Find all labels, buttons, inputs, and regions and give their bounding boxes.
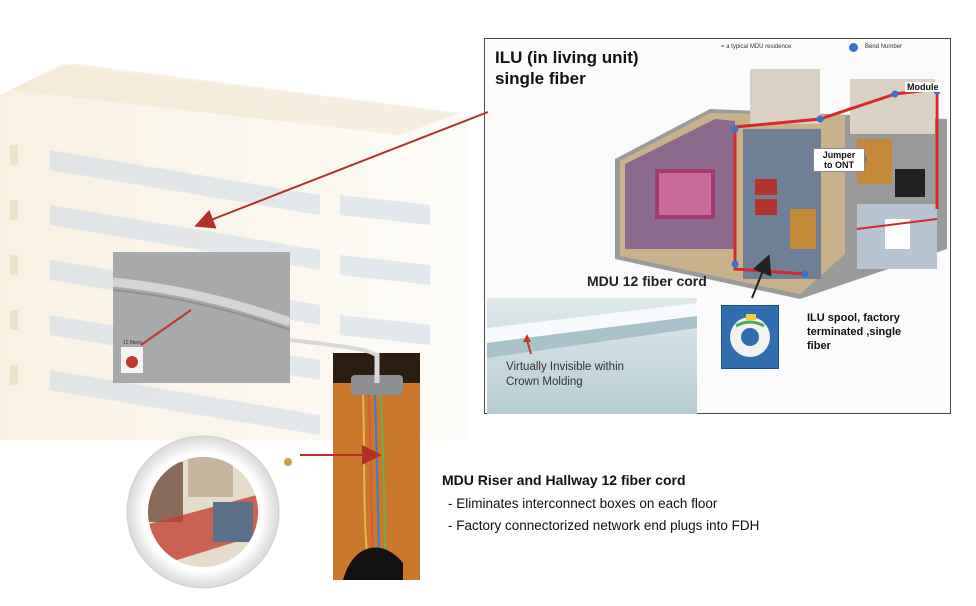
riser-photo <box>333 353 420 580</box>
ilu-title: ILU (in living unit) single fiber <box>495 47 639 89</box>
twelve-fibers-label: 12 fibers <box>123 340 143 346</box>
riser-bullet-factory-connectorized: - Factory connectorized network end plug… <box>448 518 760 533</box>
bend-number-icon <box>849 43 858 52</box>
spool-label-line1: ILU spool, factory <box>807 312 900 324</box>
crown-caption-line2: Crown Molding <box>506 376 583 388</box>
mdu-12-fiber-cord-label: MDU 12 fiber cord <box>587 273 707 289</box>
jumper-label-line2: to ONT <box>824 160 854 170</box>
legend-residence-label: = a typical MDU residence <box>721 44 792 50</box>
ilu-title-line2: single fiber <box>495 69 586 88</box>
crown-molding-caption: Virtually Invisible within Crown Molding <box>506 360 624 390</box>
legend-bend-label: Bend Number <box>865 44 903 50</box>
spool-icon <box>730 314 770 357</box>
ilu-spool-photo <box>721 305 779 369</box>
apartment-floorplan <box>615 69 947 299</box>
crown-molding-photo <box>487 298 697 414</box>
ilu-title-line1: ILU (in living unit) <box>495 48 639 67</box>
spool-label-line3: fiber <box>807 340 831 352</box>
jumper-to-ont-label: Jumper to ONT <box>813 148 865 172</box>
ilu-floorplan-panel: ILU (in living unit) single fiber = a ty… <box>484 38 951 414</box>
jumper-label-line1: Jumper <box>822 150 856 160</box>
riser-bullet-interconnect: - Eliminates interconnect boxes on each … <box>448 496 718 511</box>
spool-label-line2: terminated ,single <box>807 326 902 338</box>
fdh-magnifier <box>126 435 292 589</box>
crown-caption-line1: Virtually Invisible within <box>506 361 625 373</box>
fiber-cord-photo <box>113 252 290 383</box>
riser-title: MDU Riser and Hallway 12 fiber cord <box>442 472 686 488</box>
ilu-spool-label: ILU spool, factory terminated ,single fi… <box>807 311 947 353</box>
module-label: Module <box>905 82 941 92</box>
